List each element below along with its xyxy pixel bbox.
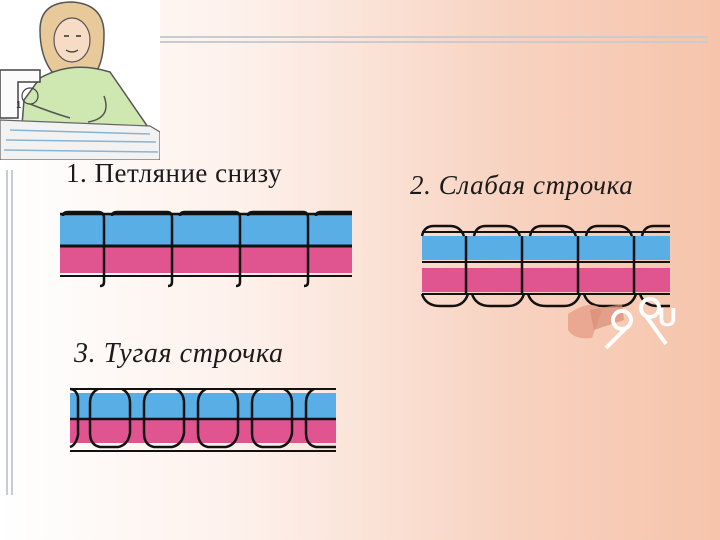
scissors-logo-icon: U: [568, 297, 677, 350]
caption-bottom-loop: 1. Петляние снизу: [66, 158, 283, 188]
caption-tight-stitch: 3. Тугая строчка: [74, 338, 284, 369]
svg-text:1: 1: [16, 100, 22, 111]
tight-stitch-diagram: [69, 387, 336, 452]
caption-weak-stitch: 2. Слабая строчка: [410, 170, 634, 200]
header-rule: [160, 36, 708, 46]
weak-stitch-diagram: [420, 224, 670, 308]
bottom-loop-stitch-diagram: [60, 210, 352, 288]
seamstress-illustration: 1: [0, 0, 160, 160]
side-rule: [6, 170, 16, 495]
svg-text:U: U: [658, 302, 677, 332]
